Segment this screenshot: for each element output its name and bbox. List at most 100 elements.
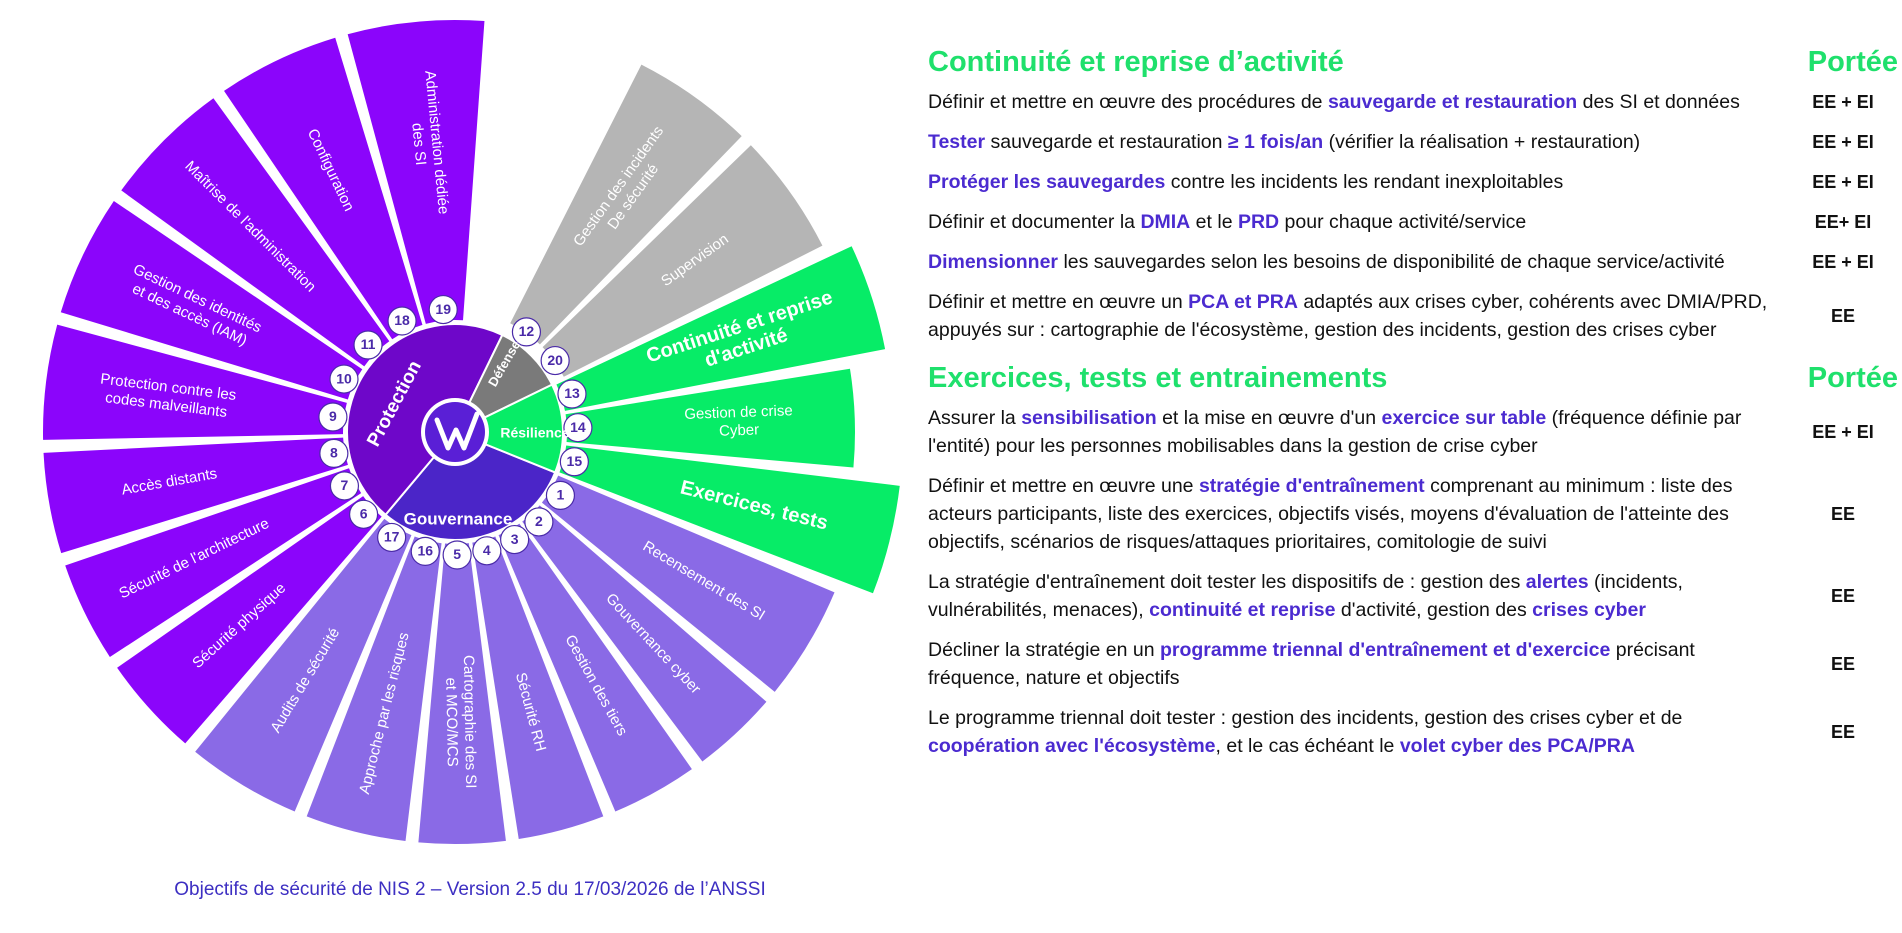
requirement-text-part: contre les incidents les rendant inexplo… — [1165, 171, 1564, 193]
logo-w-icon — [434, 411, 480, 451]
requirement-highlight: continuité et reprise — [1149, 599, 1336, 621]
requirement-text: Décliner la stratégie en un programme tr… — [928, 636, 1788, 692]
segment-number-badge — [540, 345, 570, 376]
requirement-highlight: volet cyber des PCA/PRA — [1399, 735, 1635, 757]
requirement-text-part: (incidents, vulnérabilités, menaces), — [928, 571, 1683, 621]
requirement-highlight: programme triennal d'entraînement et d'e… — [1159, 639, 1611, 661]
segment-number: 17 — [384, 529, 400, 545]
requirement-highlight: coopération avec l'écosystème — [928, 735, 1216, 757]
requirement-highlight: exercice sur table — [1381, 407, 1547, 429]
requirement-row: Assurer la sensibilisation et la mise en… — [928, 404, 1898, 460]
wheel-segment — [347, 20, 485, 324]
wheel-segment — [498, 523, 692, 812]
requirement-scope: EE — [1830, 305, 1855, 326]
requirement-highlight: PCA et PRA — [1188, 291, 1298, 313]
wheel-segment — [60, 201, 363, 400]
group-label: Résilience — [500, 425, 569, 441]
segment-number-badge — [318, 402, 348, 432]
section-header: Continuité et reprise d’activité Portée — [928, 40, 1898, 88]
wheel-segment — [117, 496, 382, 744]
requirement-text-part: Définir et mettre en œuvre des procédure… — [928, 91, 1328, 113]
segment-number: 2 — [535, 513, 543, 529]
requirement-row: Tester sauvegarde et restauration ≥ 1 fo… — [928, 128, 1898, 156]
segment-label-line: Gestion de crise — [684, 402, 793, 423]
segment-number-badge — [524, 507, 554, 537]
segment-number-badge — [387, 306, 417, 336]
group-wedge-gouvernance — [384, 430, 557, 541]
wheel-segment — [522, 505, 767, 762]
segment-number-badge — [377, 522, 407, 553]
requirement-text: Tester sauvegarde et restauration ≥ 1 fo… — [928, 128, 1788, 156]
segment-number-badge — [559, 447, 589, 477]
segment-label-line: Cyber — [719, 421, 760, 439]
requirement-scope: EE + EI — [1812, 171, 1874, 192]
segment-number-badge — [428, 294, 458, 325]
requirement-row: Dimensionner les sauvegardes selon les b… — [928, 248, 1898, 276]
wheel-segment — [565, 368, 855, 468]
requirement-highlight: Dimensionner — [928, 251, 1059, 273]
requirement-highlight: DMIA — [1140, 211, 1191, 233]
requirement-highlight: Protéger les sauvegardes — [928, 171, 1166, 193]
requirement-text-part: précisant fréquence, nature et objectifs — [928, 639, 1695, 689]
segment-number: 13 — [564, 385, 580, 401]
requirement-row: Décliner la stratégie en un programme tr… — [928, 636, 1898, 692]
requirement-text-part: comprenant au minimum : liste des acteur… — [928, 475, 1733, 553]
segment-number-badge — [319, 438, 349, 468]
segment-number-badge — [563, 413, 593, 443]
wheel-segment — [542, 145, 823, 377]
segment-number-badge — [329, 364, 359, 394]
requirement-scope: EE — [1830, 721, 1855, 742]
section-continuite: Continuité et reprise d’activité Portée … — [928, 40, 1898, 344]
segment-number: 14 — [570, 419, 586, 435]
requirement-row: La stratégie d'entraînement doit tester … — [928, 568, 1898, 624]
requirement-scope: EE + EI — [1812, 421, 1874, 442]
portee-header: Portée — [1807, 46, 1898, 78]
segment-number-badge — [472, 536, 502, 566]
requirement-scope: EE + EI — [1812, 131, 1874, 152]
requirement-highlight: alertes — [1525, 571, 1589, 593]
requirement-text-part: Définir et documenter la — [928, 211, 1141, 233]
segment-label: Cartographie des SIet MCO/MCS — [442, 655, 479, 789]
requirement-text-part: Définir et mettre en œuvre une — [928, 475, 1199, 497]
requirement-text: La stratégie d'entraînement doit tester … — [928, 568, 1788, 624]
requirement-text: Définir et mettre en œuvre des procédure… — [928, 88, 1788, 116]
requirement-row: Définir et mettre en œuvre une stratégie… — [928, 472, 1898, 556]
section-header: Exercices, tests et entrainements Portée — [928, 356, 1898, 404]
requirement-text-part: Décliner la stratégie en un — [928, 639, 1160, 661]
segment-label: Gestion de criseCyber — [684, 402, 794, 441]
segment-number: 18 — [394, 312, 410, 328]
requirement-highlight: Tester — [928, 131, 986, 153]
requirement-text-part: Définir et mettre en œuvre un — [928, 291, 1189, 313]
segment-number: 16 — [417, 543, 433, 559]
segment-number-badge — [348, 499, 379, 529]
requirement-highlight: crises cyber — [1532, 599, 1646, 621]
requirement-row: Définir et mettre en œuvre des procédure… — [928, 88, 1898, 116]
requirement-text-part: (vérifier la réalisation + restauration) — [1323, 131, 1641, 153]
wheel-segment — [472, 536, 604, 840]
segment-number: 9 — [329, 408, 337, 424]
wheel-segment — [121, 98, 390, 367]
segment-number: 1 — [557, 487, 565, 503]
group-label: Gouvernance — [404, 509, 513, 528]
wheel-segment — [224, 37, 423, 340]
logo-label: W — [455, 431, 456, 433]
requirement-highlight: sauvegarde et restauration — [1327, 91, 1578, 113]
requirement-scope: EE + EI — [1812, 91, 1874, 112]
requirement-scope: EE + EI — [1812, 251, 1874, 272]
segment-label-line: des SI — [408, 122, 429, 166]
requirement-row: Définir et documenter la DMIA et le PRD … — [928, 208, 1898, 236]
segment-number: 3 — [511, 531, 519, 547]
requirement-highlight: ≥ 1 fois/an — [1227, 131, 1324, 153]
requirement-text-part: et la mise en œuvre d'un — [1156, 407, 1382, 429]
requirement-text-part: Assurer la — [928, 407, 1022, 429]
requirement-text: Le programme triennal doit tester : gest… — [928, 704, 1788, 760]
wheel-segment — [556, 246, 886, 411]
segment-number-badge — [545, 480, 576, 510]
segment-number: 5 — [453, 546, 461, 562]
requirement-text: Protéger les sauvegardes contre les inci… — [928, 168, 1788, 196]
requirement-text-part: adaptés aux crises cyber, cohérents avec… — [928, 291, 1768, 341]
requirement-text-part: sauvegarde et restauration — [985, 131, 1228, 153]
requirements-panel: Continuité et reprise d’activité Portée … — [928, 40, 1898, 772]
segment-label-line: Cartographie des SI — [460, 655, 479, 789]
